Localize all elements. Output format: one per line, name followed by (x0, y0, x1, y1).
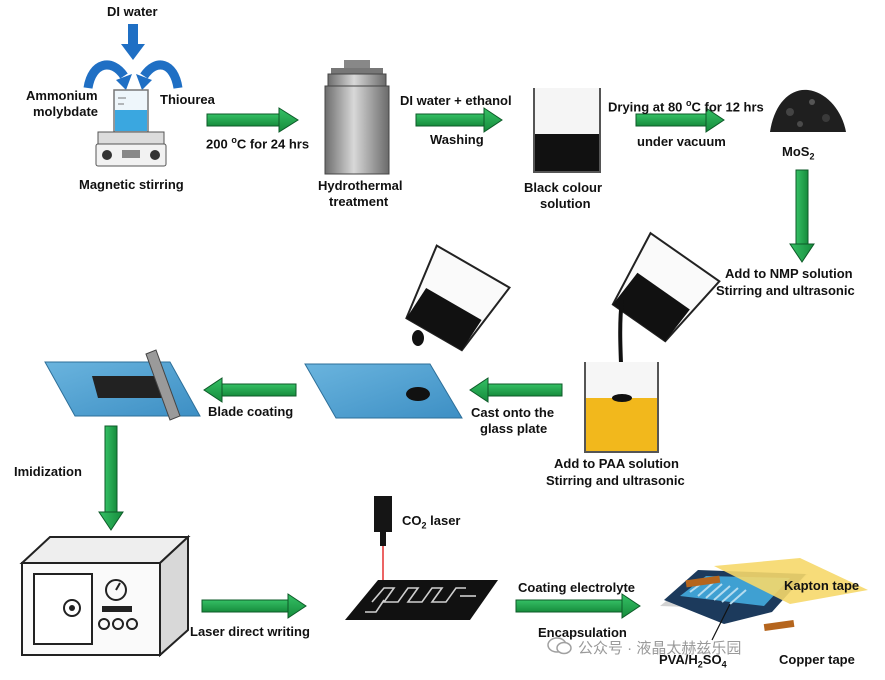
label-nmp: Add to NMP solution (725, 266, 853, 281)
label-kapton-tape: Kapton tape (784, 578, 860, 593)
drop-icon (412, 330, 424, 346)
curved-arrow-right (140, 60, 183, 89)
label-molybdate: molybdate (33, 104, 99, 119)
label-coating-electrolyte: Coating electrolyte (518, 580, 636, 595)
arrow-to-laser (201, 593, 307, 619)
arrow-to-device (515, 593, 641, 619)
paa-beaker-icon (584, 362, 659, 453)
pouring-cup-nmp-icon (611, 231, 721, 343)
mos2-powder-icon (770, 89, 846, 132)
curved-arrowhead-right (136, 74, 152, 90)
label-blade-coating: Blade coating (208, 404, 294, 419)
arrow-to-hydrothermal (206, 107, 299, 133)
arrow-imidization (98, 425, 124, 531)
blade-coated-glass-icon (44, 349, 201, 421)
arrow-to-drying (635, 107, 725, 133)
label-magnetic-stirring: Magnetic stirring (79, 177, 184, 192)
label-laser-writing: Laser direct writing (190, 624, 310, 639)
label-co2-laser: CO2 laser (402, 513, 461, 531)
label-thiourea: Thiourea (160, 92, 215, 107)
label-di-water: DI water (107, 4, 158, 19)
label-solution: solution (540, 196, 591, 211)
arrow-to-cast (469, 377, 563, 403)
pouring-cup-cast-icon (405, 244, 511, 352)
wechat-icon (547, 637, 572, 655)
di-water-arrow (121, 24, 145, 60)
autoclave-icon (324, 60, 390, 175)
label-black-colour: Black colour (524, 180, 603, 195)
label-encapsulation: Encapsulation (538, 625, 627, 640)
arrow-to-nmp (789, 169, 815, 263)
label-mos2: MoS2 (782, 144, 815, 162)
label-paa: Add to PAA solution (554, 456, 679, 471)
label-drying: Drying at 80 oC for 12 hrs (608, 98, 764, 115)
label-copper-tape: Copper tape (779, 652, 855, 667)
label-treatment: treatment (329, 194, 389, 209)
black-solution-beaker-icon (533, 88, 601, 173)
watermark-text: 公众号 · 液晶太赫兹乐园 (578, 640, 742, 657)
label-glass-plate: glass plate (480, 421, 548, 436)
label-cast: Cast onto the (471, 405, 555, 420)
arrow-to-blade (203, 377, 297, 403)
laser-written-film-icon (345, 580, 498, 620)
label-under-vacuum: under vacuum (637, 134, 726, 149)
label-ammonium: Ammonium (26, 88, 98, 103)
curved-arrowhead-left (116, 74, 132, 90)
label-washing: Washing (430, 132, 484, 147)
glass-plate-icon (304, 363, 463, 419)
label-paa-stirring: Stirring and ultrasonic (546, 473, 685, 488)
oven-icon (19, 534, 191, 658)
label-imidization: Imidization (14, 464, 82, 479)
label-hydrothermal: Hydrothermal (318, 178, 403, 193)
curved-arrow-left (83, 60, 128, 89)
label-nmp-stirring: Stirring and ultrasonic (716, 283, 855, 298)
beaker-icon (113, 89, 149, 133)
label-pva-h2so4: PVA/H2SO4 (659, 652, 727, 670)
label-di-ethanol: DI water + ethanol (400, 93, 512, 108)
supercapacitor-device-icon (660, 558, 868, 641)
label-temp-time: 200 oC for 24 hrs (206, 135, 310, 152)
magnetic-stirrer-icon (95, 131, 167, 167)
arrow-to-washing (415, 107, 503, 133)
